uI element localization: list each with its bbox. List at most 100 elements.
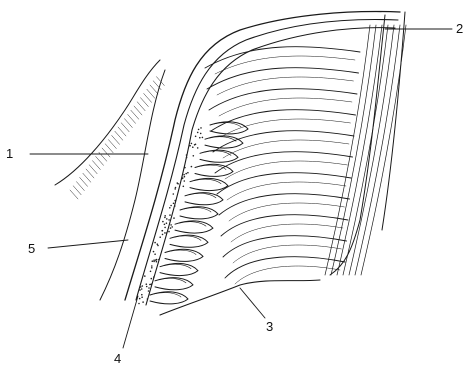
stipple-dot: [162, 234, 164, 236]
leader-lines: [30, 29, 452, 348]
stipple-dot: [161, 230, 163, 232]
leader-line-5: [48, 240, 128, 248]
stipple-dot: [177, 182, 179, 184]
stipple-dot: [192, 146, 194, 148]
stipple-dot: [148, 287, 150, 289]
stipple-dot: [151, 267, 153, 269]
stipple-dot: [153, 276, 155, 278]
stipple-dot: [154, 253, 156, 255]
hatch-stroke: [147, 89, 155, 98]
stipple-dot: [146, 286, 148, 288]
stipple-dot: [185, 173, 187, 175]
fold-curve: [211, 110, 356, 131]
stipple-dot: [164, 224, 166, 226]
stipple-dot: [149, 284, 151, 286]
hatch-stroke: [137, 102, 145, 111]
stipple-dot: [140, 286, 142, 288]
stipple-dot: [174, 188, 176, 190]
stipple-dot: [169, 214, 171, 216]
label-5: 5: [28, 241, 35, 256]
stipple-dot: [139, 289, 141, 291]
hatching-strokes: [70, 77, 164, 199]
hatch-stroke: [134, 106, 142, 115]
hatch-stroke: [150, 85, 158, 94]
hatch-stroke: [105, 144, 113, 153]
hatch-stroke: [112, 135, 120, 144]
hatch-stroke: [121, 123, 129, 132]
stipple-dot: [175, 187, 177, 189]
stipple-dot: [183, 186, 185, 188]
fold-curve: [209, 89, 357, 110]
stipple-dot: [200, 127, 202, 129]
fold-shading: [235, 266, 340, 284]
stipple-dot: [182, 177, 184, 179]
label-1: 1: [6, 146, 13, 161]
stipple-dot: [142, 285, 144, 287]
hatch-stroke: [108, 140, 116, 149]
stipple-dot: [166, 218, 168, 220]
stipple-dot: [144, 275, 146, 277]
hatch-stroke: [124, 119, 132, 128]
hatch-stroke: [128, 114, 136, 123]
fold-shading: [229, 203, 345, 221]
stipple-dot: [152, 260, 154, 262]
stipple-dot: [156, 259, 158, 261]
stipple-dot: [164, 232, 166, 234]
stipple-dot: [173, 203, 175, 205]
stipple-dot: [151, 278, 153, 280]
fold-curve: [223, 236, 347, 257]
stipple-dot: [186, 154, 188, 156]
stipple-dot: [150, 271, 152, 273]
fold-shading: [231, 224, 343, 242]
label-4: 4: [114, 351, 121, 366]
stipple-dot: [138, 303, 140, 305]
hatch-stroke: [131, 110, 139, 119]
stipple-dot: [162, 221, 164, 223]
hatch-stroke: [86, 169, 94, 178]
stipple-dot: [166, 232, 168, 234]
stipple-dot: [174, 205, 176, 207]
fold-shading: [221, 119, 351, 137]
stipple-dot: [158, 259, 160, 261]
stipple-dot: [153, 251, 155, 253]
stipple-dot: [141, 288, 143, 290]
leader-line-3: [240, 288, 265, 318]
hatch-stroke: [83, 173, 91, 182]
stipple-dot: [170, 224, 172, 226]
stipple-dot: [198, 129, 200, 131]
stipple-dot: [202, 137, 204, 139]
hatch-stroke: [118, 127, 126, 136]
stipple-dot: [156, 261, 158, 263]
stipple-dot: [157, 245, 159, 247]
hatch-stroke: [76, 182, 84, 191]
stipple-dot: [151, 265, 153, 267]
fold-shading: [227, 182, 346, 200]
stipple-dot: [183, 174, 185, 176]
hatch-stroke: [144, 93, 152, 102]
stipple-dot: [191, 166, 193, 168]
stipple-dot: [139, 298, 141, 300]
stipple-dot: [171, 226, 173, 228]
stipple-dot: [168, 219, 170, 221]
stipple-dot: [166, 222, 168, 224]
stipple-dot: [148, 290, 150, 292]
stipple-dot: [199, 137, 201, 139]
hatch-stroke: [115, 131, 123, 140]
fold-curve: [207, 68, 359, 89]
stipple-dot: [164, 215, 166, 217]
stipple-dot: [189, 145, 191, 147]
stipple-dot: [147, 298, 149, 300]
stipple-dot: [173, 193, 175, 195]
stipple-dot: [142, 301, 144, 303]
stipple-dot: [195, 136, 197, 138]
stipple-dot: [164, 217, 166, 219]
fold-shading: [225, 161, 348, 179]
callout-labels: 1 2 3 4 5: [6, 21, 463, 366]
hatch-stroke: [92, 161, 100, 170]
hatch-stroke: [140, 98, 148, 107]
fold-curve: [221, 215, 348, 236]
hatch-stroke: [70, 190, 78, 199]
stipple-dot: [184, 167, 186, 169]
villi-row: [150, 122, 248, 304]
fold-curve: [217, 173, 351, 194]
